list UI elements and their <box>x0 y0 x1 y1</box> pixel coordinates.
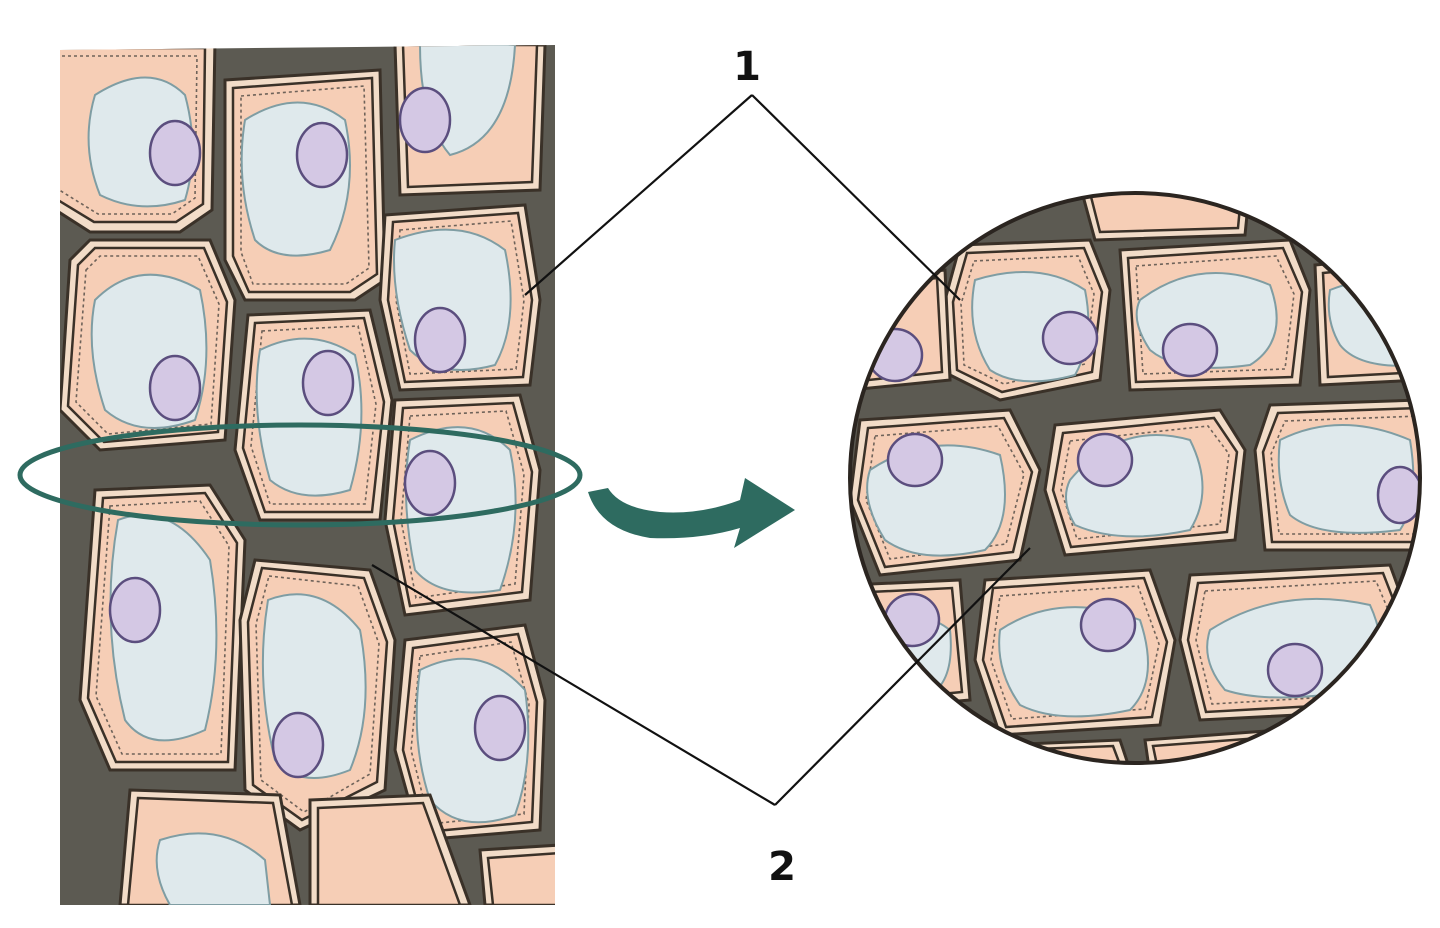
leader-lines <box>371 94 1031 806</box>
stem-cell <box>378 203 542 392</box>
stem-cell <box>238 558 397 832</box>
stem-section <box>60 45 555 905</box>
stem-cell <box>223 68 387 302</box>
leader-2-right <box>774 547 1031 806</box>
leader-1-right <box>751 94 961 301</box>
magnified-cell <box>850 578 972 712</box>
stem-cell <box>118 788 302 905</box>
label-1: 1 <box>733 44 761 90</box>
magnified-cell <box>850 268 952 392</box>
section-ring <box>17 422 583 528</box>
magnified-cell <box>1313 253 1420 387</box>
magnified-cell <box>850 408 1042 577</box>
magnified-cell <box>943 238 1112 402</box>
stem-cell <box>78 483 247 772</box>
stem-cell <box>393 623 547 842</box>
magnified-cell <box>1118 238 1312 392</box>
stem-cell <box>308 793 473 905</box>
magnified-view <box>848 191 1422 765</box>
magnified-cell <box>973 568 1177 737</box>
stem-cell <box>478 843 555 905</box>
magnified-cell <box>997 738 1133 763</box>
curved-arrow-icon <box>588 478 795 548</box>
label-2: 2 <box>768 844 796 890</box>
stem-cell <box>383 393 542 617</box>
magnified-cell <box>1178 563 1412 722</box>
stem-cell <box>233 308 394 522</box>
magnified-cell <box>1253 398 1420 552</box>
stem-cell <box>393 45 547 197</box>
magnified-cell <box>1043 408 1247 557</box>
leader-1-left <box>524 94 753 296</box>
leader-2-left <box>371 564 776 806</box>
stem-cell <box>60 238 237 452</box>
stem-cell <box>60 45 217 234</box>
